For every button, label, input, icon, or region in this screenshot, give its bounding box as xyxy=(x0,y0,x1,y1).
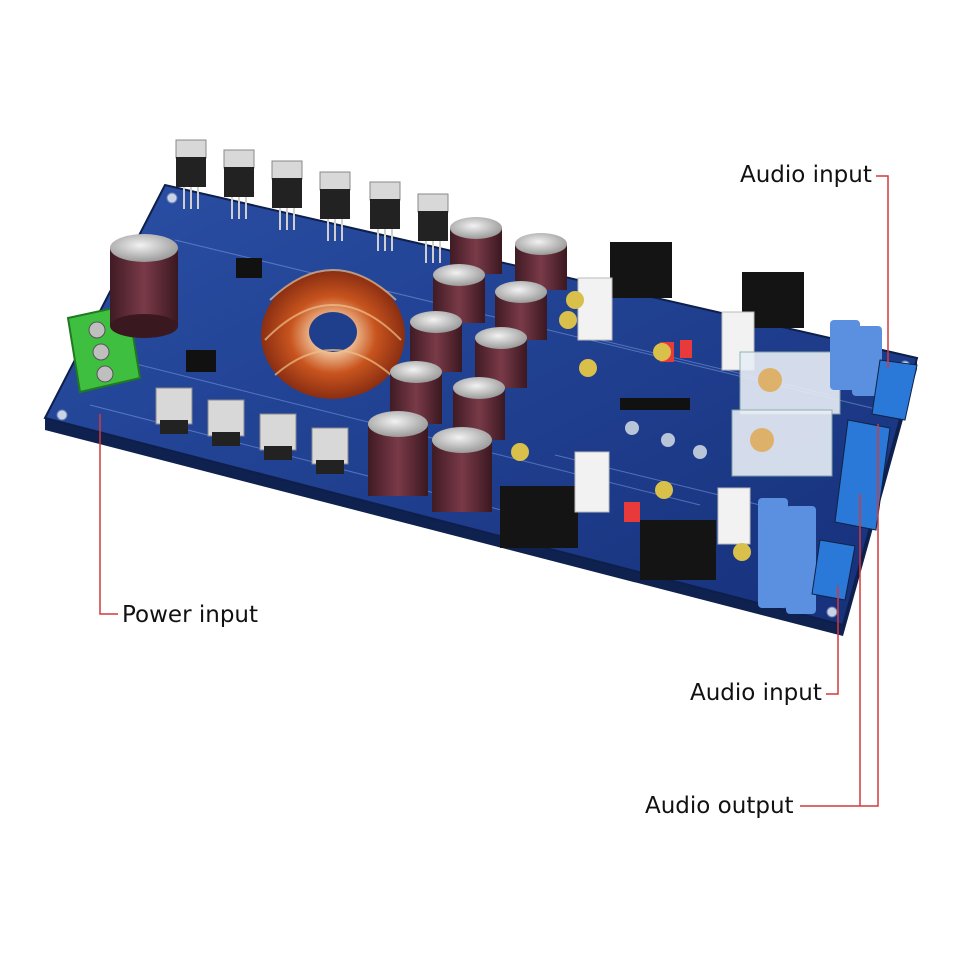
power-ics xyxy=(500,242,804,580)
relay-pair xyxy=(731,351,841,477)
power-input-label: Power input xyxy=(122,602,259,628)
audio-input-bottom-label: Audio input xyxy=(690,680,822,706)
small-components xyxy=(186,258,751,561)
leader-line-audio-input-bottom xyxy=(826,586,839,695)
speaker-output-terminals xyxy=(758,320,918,614)
leader-line-power-input xyxy=(99,414,118,615)
callout-leader-lines xyxy=(99,175,889,807)
leader-line-audio-input-top xyxy=(876,175,889,368)
audio-input-top-label: Audio input xyxy=(740,162,872,188)
toroid-inductor xyxy=(261,269,405,399)
capacitor-bank xyxy=(368,217,567,512)
regulator-row-top xyxy=(175,139,449,263)
regulator-row-bottom xyxy=(155,387,349,474)
leader-line-audio-output xyxy=(800,424,879,807)
large-filter-capacitor xyxy=(110,234,178,338)
audio-output-label: Audio output xyxy=(645,793,794,819)
